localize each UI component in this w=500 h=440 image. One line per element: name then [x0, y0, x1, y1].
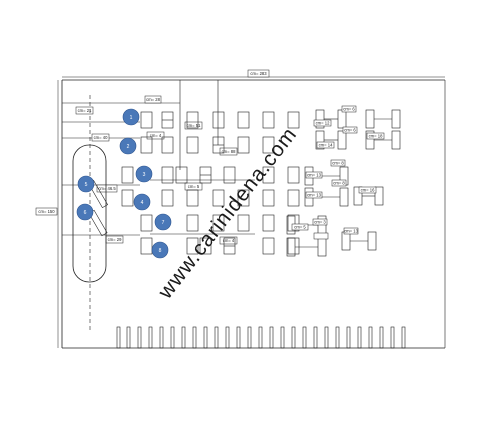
- dim-top-offset: cm= 28: [140, 95, 180, 104]
- svg-text:cm= 6: cm= 6: [343, 107, 355, 112]
- dim-left-height: cm= 150: [38, 209, 55, 214]
- slot-grid: [121, 111, 300, 255]
- svg-text:cm= 4: cm= 4: [223, 238, 235, 243]
- bottom-teeth: [116, 326, 406, 349]
- svg-text:cm= 5: cm= 5: [294, 225, 306, 230]
- svg-text:cm= 29: cm= 29: [108, 237, 123, 242]
- svg-text:cm= 13: cm= 13: [307, 193, 322, 198]
- svg-text:cm= 6: cm= 6: [344, 128, 356, 133]
- svg-text:5: 5: [85, 182, 88, 188]
- dim-label-top: cm= 283: [250, 71, 267, 76]
- capsule-shape: [72, 144, 107, 283]
- svg-text:cm= 14: cm= 14: [319, 143, 334, 148]
- svg-text:2: 2: [127, 144, 130, 150]
- svg-text:cm= 13: cm= 13: [344, 229, 359, 234]
- svg-text:cm= 5: cm= 5: [188, 184, 200, 189]
- svg-text:cm= 18: cm= 18: [369, 134, 384, 139]
- svg-text:4: 4: [141, 200, 144, 206]
- svg-text:8: 8: [159, 248, 162, 254]
- svg-text:cm= 8: cm= 8: [333, 181, 345, 186]
- svg-text:1: 1: [130, 115, 133, 121]
- svg-text:6: 6: [84, 210, 87, 216]
- svg-text:cm= 4: cm= 4: [150, 133, 162, 138]
- dim-left-upper: cm= 21: [78, 108, 93, 113]
- svg-text:cm= 16: cm= 16: [361, 188, 376, 193]
- svg-text:cm= 12: cm= 12: [316, 121, 331, 126]
- svg-text:cm= 51: cm= 51: [187, 123, 202, 128]
- svg-text:7: 7: [162, 220, 165, 226]
- svg-text:3: 3: [143, 172, 146, 178]
- svg-text:cm= 8: cm= 8: [332, 161, 344, 166]
- svg-text:cm= 28: cm= 28: [146, 97, 161, 102]
- svg-text:cm= 40: cm= 40: [94, 135, 109, 140]
- svg-text:cm= 88: cm= 88: [222, 149, 237, 154]
- svg-text:cm= 3: cm= 3: [314, 220, 326, 225]
- svg-text:cm= 13: cm= 13: [307, 173, 322, 178]
- badge-markers: 1 2 3 4 5 6 7 8: [76, 108, 172, 259]
- svg-text:cm= 46.5: cm= 46.5: [98, 186, 116, 191]
- dim-top-overall: cm= 283: [62, 69, 445, 78]
